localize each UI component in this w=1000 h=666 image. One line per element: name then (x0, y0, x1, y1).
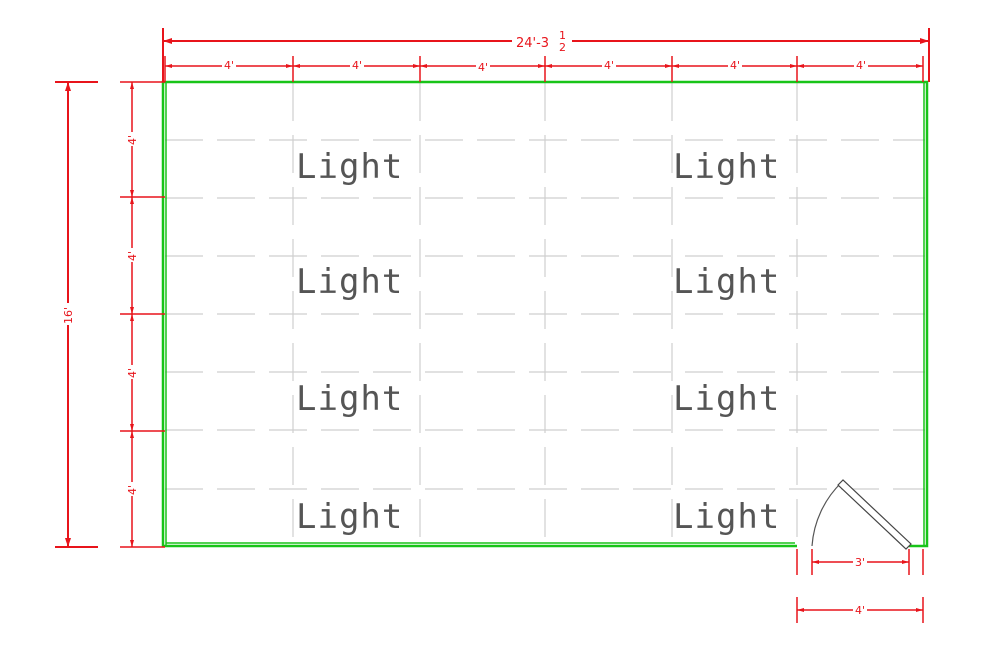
door-swing-arc (811, 481, 843, 547)
light-label: Light (296, 262, 403, 302)
overall-height-label: 16' (62, 307, 75, 324)
light-label: Light (673, 497, 780, 537)
row-dim-label: 4' (126, 251, 139, 261)
light-fixtures: Light Light Light Light Light Light Ligh… (296, 147, 780, 537)
overall-width-fraction-num: 1 (559, 29, 566, 42)
ceiling-grid (165, 83, 925, 545)
door-opening-dimension: 4' (796, 597, 924, 623)
overall-width-dimension: 24'-3 1 2 (162, 28, 930, 82)
column-dim-label: 4' (856, 59, 866, 72)
overall-height-dimension: 16' (55, 81, 98, 548)
column-dim-label: 4' (604, 59, 614, 72)
row-dimensions: 4' 4' 4' 4' (120, 81, 165, 548)
row-dim-label: 4' (126, 485, 139, 495)
light-label: Light (296, 379, 403, 419)
door (811, 479, 912, 550)
row-dim-label: 4' (126, 135, 139, 145)
light-label: Light (673, 379, 780, 419)
column-dimensions: 4' 4' 4' 4' 4' 4' (164, 56, 924, 82)
door-leaf (837, 479, 912, 550)
light-label: Light (296, 497, 403, 537)
door-width-label: 3' (855, 556, 865, 569)
column-dim-label: 4' (730, 59, 740, 72)
overall-width-fraction-den: 2 (559, 41, 566, 54)
door-opening-label: 4' (855, 604, 865, 617)
column-dim-label: 4' (478, 61, 488, 74)
light-label: Light (673, 262, 780, 302)
light-label: Light (673, 147, 780, 187)
light-label: Light (296, 147, 403, 187)
column-dim-label: 4' (224, 59, 234, 72)
door-width-dimension: 3' (796, 549, 924, 575)
column-dim-label: 4' (352, 59, 362, 72)
overall-width-label: 24'-3 (516, 36, 549, 51)
row-dim-label: 4' (126, 368, 139, 378)
